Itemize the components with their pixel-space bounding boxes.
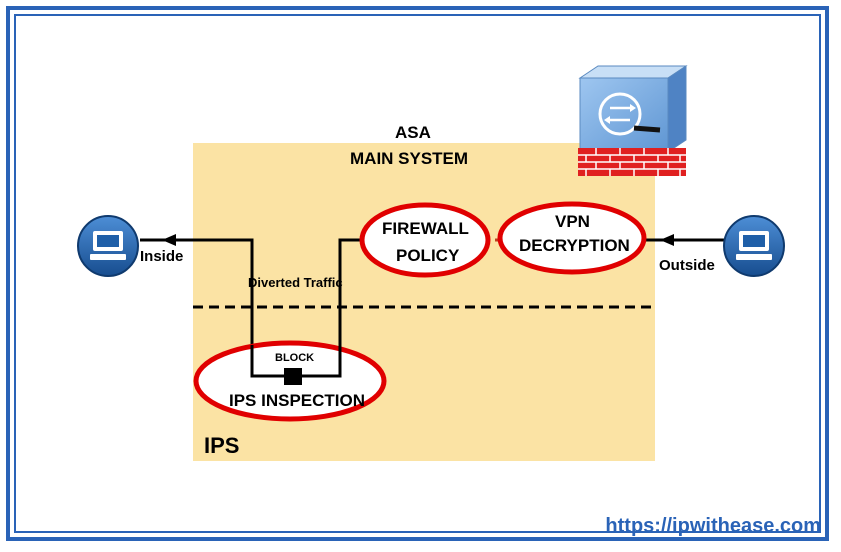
vpn-label-line1: VPN — [555, 212, 590, 231]
ips-label: IPS — [204, 433, 240, 458]
vpn-label-line2: DECRYPTION — [519, 236, 630, 255]
diverted-traffic-label: Diverted Traffic — [248, 275, 343, 290]
vpn-decryption-ellipse — [497, 201, 647, 275]
outer-frame — [6, 6, 829, 541]
firewall-label-line1: FIREWALL — [382, 219, 469, 238]
computer-icon-inside — [77, 215, 139, 277]
arrow-inbound — [660, 234, 674, 246]
outside-label: Outside — [659, 257, 715, 274]
computer-icon-outside — [723, 215, 785, 277]
firewall-label-line2: POLICY — [396, 246, 460, 265]
block-square — [284, 368, 302, 385]
inner-frame — [14, 14, 821, 533]
firewall-policy-ellipse — [359, 202, 491, 278]
ips-path-overlay — [250, 345, 342, 378]
block-label: BLOCK — [275, 352, 315, 364]
main-system-label: MAIN SYSTEM — [350, 149, 469, 168]
ips-inspection-label: IPS INSPECTION — [229, 391, 366, 410]
asa-label: ASA — [395, 123, 431, 142]
asa-firewall-icon — [578, 65, 688, 176]
inside-label: Inside — [140, 248, 184, 265]
website-link[interactable]: https://ipwithease.com — [605, 515, 821, 537]
arrow-to-inside — [162, 234, 176, 246]
